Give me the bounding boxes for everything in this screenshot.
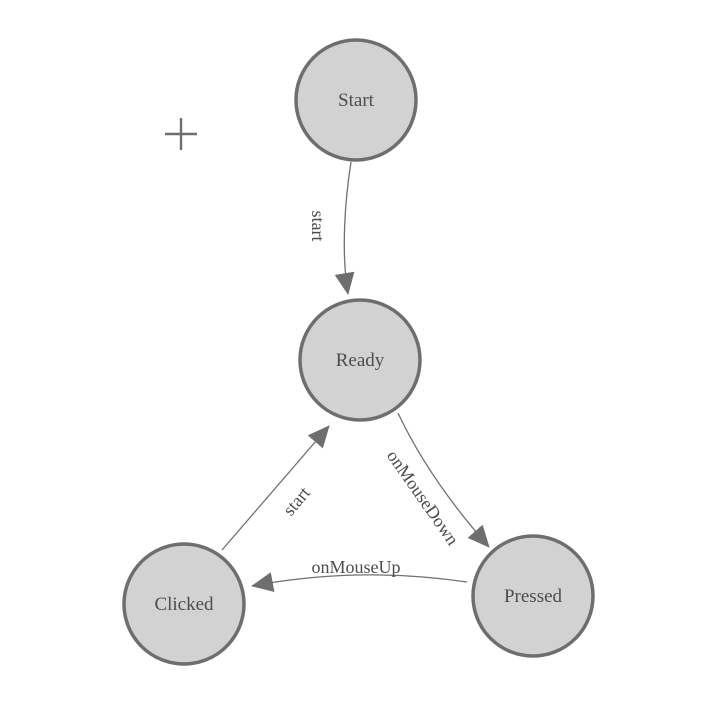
state-circle[interactable] — [294, 38, 418, 162]
state-circle[interactable] — [471, 534, 595, 658]
node-pressed[interactable]: Pressed — [471, 534, 595, 658]
node-label: Ready — [336, 350, 385, 371]
edge-path[interactable] — [397, 412, 490, 548]
edge-path[interactable] — [334, 161, 355, 295]
edge-path[interactable] — [221, 425, 330, 551]
edge-label: onMouseUp — [312, 557, 401, 577]
node-label: Start — [338, 90, 375, 111]
state-circle[interactable] — [298, 298, 422, 422]
node-start[interactable]: Start — [294, 38, 418, 162]
plus-crosshair-icon — [165, 118, 197, 150]
node-clicked[interactable]: Clicked — [122, 542, 246, 666]
node-ready[interactable]: Ready — [298, 298, 422, 422]
transition-ready-pressed[interactable]: onMouseDown — [383, 412, 490, 549]
edge-path[interactable] — [251, 572, 468, 592]
transition-start-ready[interactable]: start — [308, 161, 355, 295]
edge-label: start — [279, 483, 314, 520]
edge-label: start — [308, 211, 328, 242]
transition-clicked-ready[interactable]: start — [221, 425, 330, 551]
node-label: Pressed — [504, 586, 563, 607]
edge-label: onMouseDown — [383, 446, 463, 548]
state-circle[interactable] — [122, 542, 246, 666]
node-label: Clicked — [154, 594, 214, 615]
transition-pressed-clicked[interactable]: onMouseUp — [251, 557, 468, 592]
